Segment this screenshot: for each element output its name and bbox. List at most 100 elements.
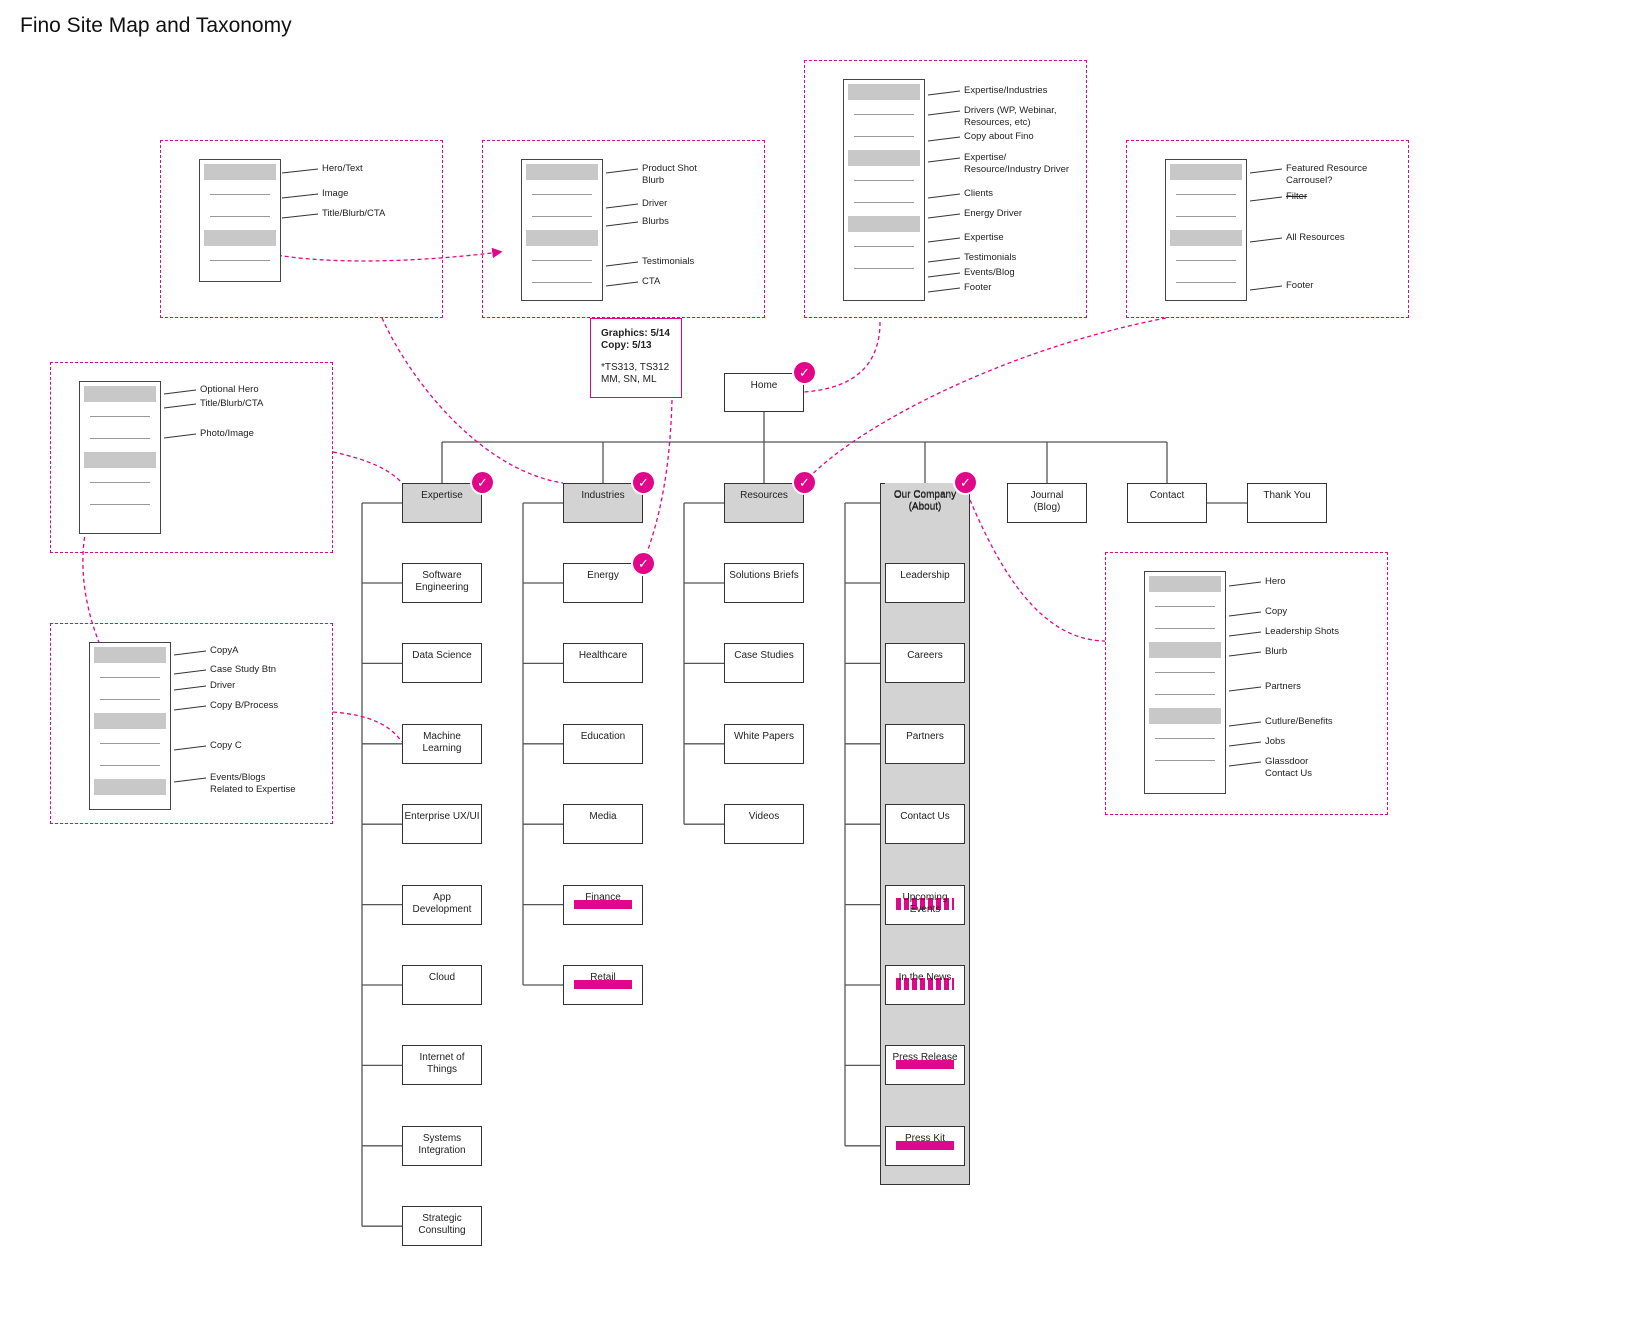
industries-node-2-label: Education bbox=[580, 730, 626, 742]
resources-node-1[interactable]: Case Studies bbox=[724, 643, 804, 684]
company-node-3[interactable]: Contact Us bbox=[885, 804, 965, 845]
wireframe-leader-line bbox=[163, 403, 197, 409]
wireframe-leader-line bbox=[1249, 196, 1283, 202]
company-node-0-label: Leadership bbox=[900, 570, 950, 581]
nav-node-1[interactable]: Industries bbox=[563, 483, 643, 523]
company-node-0[interactable]: Leadership bbox=[885, 563, 965, 603]
expertise-node-1[interactable]: Data Science bbox=[402, 643, 482, 684]
company-node-7[interactable]: Press Kit bbox=[885, 1125, 965, 1166]
company-node-5[interactable]: In the News bbox=[885, 965, 965, 1005]
home-node[interactable]: Home bbox=[724, 373, 804, 412]
industries-node-1-label: Healthcare bbox=[578, 650, 628, 662]
wireframe-block bbox=[1176, 216, 1236, 217]
wireframe-leader-line bbox=[163, 433, 197, 439]
industries-node-5[interactable]: Retail bbox=[563, 965, 643, 1005]
expertise-node-5[interactable]: Cloud bbox=[402, 965, 482, 1005]
resources-page-wireframe bbox=[1165, 159, 1247, 301]
wireframe-label: Energy Driver bbox=[964, 208, 1023, 219]
company-node-4-label: Upcoming Events bbox=[902, 891, 948, 915]
wireframe-label: Glassdoor Contact Us bbox=[1265, 756, 1312, 779]
wireframe-block bbox=[1149, 708, 1221, 724]
expertise-node-0[interactable]: Software Engineering bbox=[402, 563, 482, 603]
resources-node-1-label: Case Studies bbox=[734, 650, 794, 662]
wireframe-block bbox=[1176, 282, 1236, 283]
strikethrough-mark bbox=[896, 1060, 954, 1070]
wireframe-label: Events/Blog bbox=[964, 267, 1015, 278]
thank-you-node-label: Thank You bbox=[1263, 490, 1311, 501]
company-node-6[interactable]: Press Release bbox=[885, 1045, 965, 1086]
wireframe-leader-line bbox=[605, 281, 639, 287]
company-node-2-label: Partners bbox=[906, 730, 944, 742]
strikethrough-mark bbox=[574, 980, 632, 989]
wireframe-block bbox=[100, 699, 160, 700]
nav-node-3-label: Our Company (About) bbox=[893, 490, 957, 513]
industries-node-0[interactable]: Energy bbox=[563, 563, 643, 603]
wireframe-label: Copy bbox=[1265, 606, 1288, 617]
resources-node-3[interactable]: Videos bbox=[724, 804, 804, 845]
wireframe-label: Copy about Fino bbox=[964, 131, 1034, 142]
expertise-node-5-label: Cloud bbox=[428, 972, 456, 983]
expertise-page-wireframe bbox=[199, 159, 281, 282]
industries-node-3[interactable]: Media bbox=[563, 804, 643, 845]
wireframe-block bbox=[854, 114, 914, 115]
expertise-node-7[interactable]: Systems Integration bbox=[402, 1125, 482, 1166]
wireframe-label: Hero/Text bbox=[322, 163, 363, 174]
company-node-4[interactable]: Upcoming Events bbox=[885, 884, 965, 925]
nav-node-2[interactable]: Resources bbox=[724, 483, 804, 523]
expertise-node-8[interactable]: Strategic Consulting bbox=[402, 1206, 482, 1247]
wireframe-label: Featured Resource Carrousel? bbox=[1286, 163, 1368, 186]
wireframe-leader-line bbox=[927, 257, 961, 263]
expertise-node-3[interactable]: Enterprise UX/UI bbox=[402, 804, 482, 845]
wireframe-leader-line bbox=[173, 705, 207, 711]
nav-node-4-label: Journal (Blog) bbox=[1030, 490, 1064, 513]
resources-node-0[interactable]: Solutions Briefs bbox=[724, 563, 804, 603]
page-title: Fino Site Map and Taxonomy bbox=[20, 14, 292, 37]
expertise-node-7-label: Systems Integration bbox=[418, 1132, 466, 1156]
expertise-node-6[interactable]: Internet of Things bbox=[402, 1045, 482, 1086]
industries-node-4[interactable]: Finance bbox=[563, 884, 643, 925]
wireframe-block bbox=[848, 150, 920, 166]
nav-node-1-label: Industries bbox=[581, 490, 625, 501]
nav-node-5[interactable]: Contact bbox=[1127, 483, 1207, 523]
wireframe-block bbox=[90, 504, 150, 505]
nav-node-company[interactable]: Our Company (About) bbox=[885, 483, 965, 523]
industry-page-wireframe bbox=[521, 159, 603, 301]
wireframe-block bbox=[210, 194, 270, 195]
nav-checkmark-icon: ✓ bbox=[633, 472, 654, 493]
status-note: Graphics: 5/14 Copy: 5/13 *TS313, TS312 … bbox=[590, 318, 682, 398]
industries-node-0-label: Energy bbox=[587, 570, 619, 581]
wireframe-label: Driver bbox=[210, 680, 236, 691]
nav-checkmark-icon: ✓ bbox=[955, 472, 976, 493]
industries-node-2[interactable]: Education bbox=[563, 723, 643, 764]
wireframe-block bbox=[854, 268, 914, 269]
wireframe-leader-line bbox=[281, 193, 319, 199]
wireframe-label: Jobs bbox=[1265, 736, 1286, 747]
company-node-1[interactable]: Careers bbox=[885, 643, 965, 684]
expertise-node-4[interactable]: App Development bbox=[402, 884, 482, 925]
resources-node-2[interactable]: White Papers bbox=[724, 723, 804, 764]
company-node-7-label: Press Kit bbox=[904, 1132, 945, 1144]
wireframe-block bbox=[90, 416, 150, 417]
company-node-6-label: Press Release bbox=[892, 1052, 958, 1064]
wireframe-label: Copy B/Process bbox=[210, 700, 279, 711]
wireframe-label: CTA bbox=[642, 276, 661, 287]
company-node-2[interactable]: Partners bbox=[885, 723, 965, 764]
thank-you-node[interactable]: Thank You bbox=[1247, 483, 1327, 523]
wireframe-block bbox=[854, 180, 914, 181]
wireframe-block bbox=[94, 647, 166, 663]
nav-node-4[interactable]: Journal (Blog) bbox=[1007, 483, 1087, 523]
wireframe-label: Cutlure/Benefits bbox=[1265, 716, 1333, 727]
wireframe-label: Case Study Btn bbox=[210, 664, 277, 675]
expertise-node-2[interactable]: Machine Learning bbox=[402, 723, 482, 764]
wireframe-leader-line bbox=[173, 745, 207, 751]
connector-note-to-energy bbox=[642, 399, 673, 564]
expertise-node-4-label: App Development bbox=[412, 891, 472, 915]
wireframe-block bbox=[1155, 760, 1215, 761]
wireframe-label: Optional Hero bbox=[200, 384, 259, 395]
nav-node-0[interactable]: Expertise bbox=[402, 483, 482, 523]
expertise-node-2-label: Machine Learning bbox=[422, 730, 462, 754]
wireframe-block bbox=[854, 246, 914, 247]
industries-node-1[interactable]: Healthcare bbox=[563, 643, 643, 684]
nav-node-company-label: Our Company (About) bbox=[893, 489, 957, 512]
wireframe-label: Hero bbox=[1265, 576, 1286, 587]
